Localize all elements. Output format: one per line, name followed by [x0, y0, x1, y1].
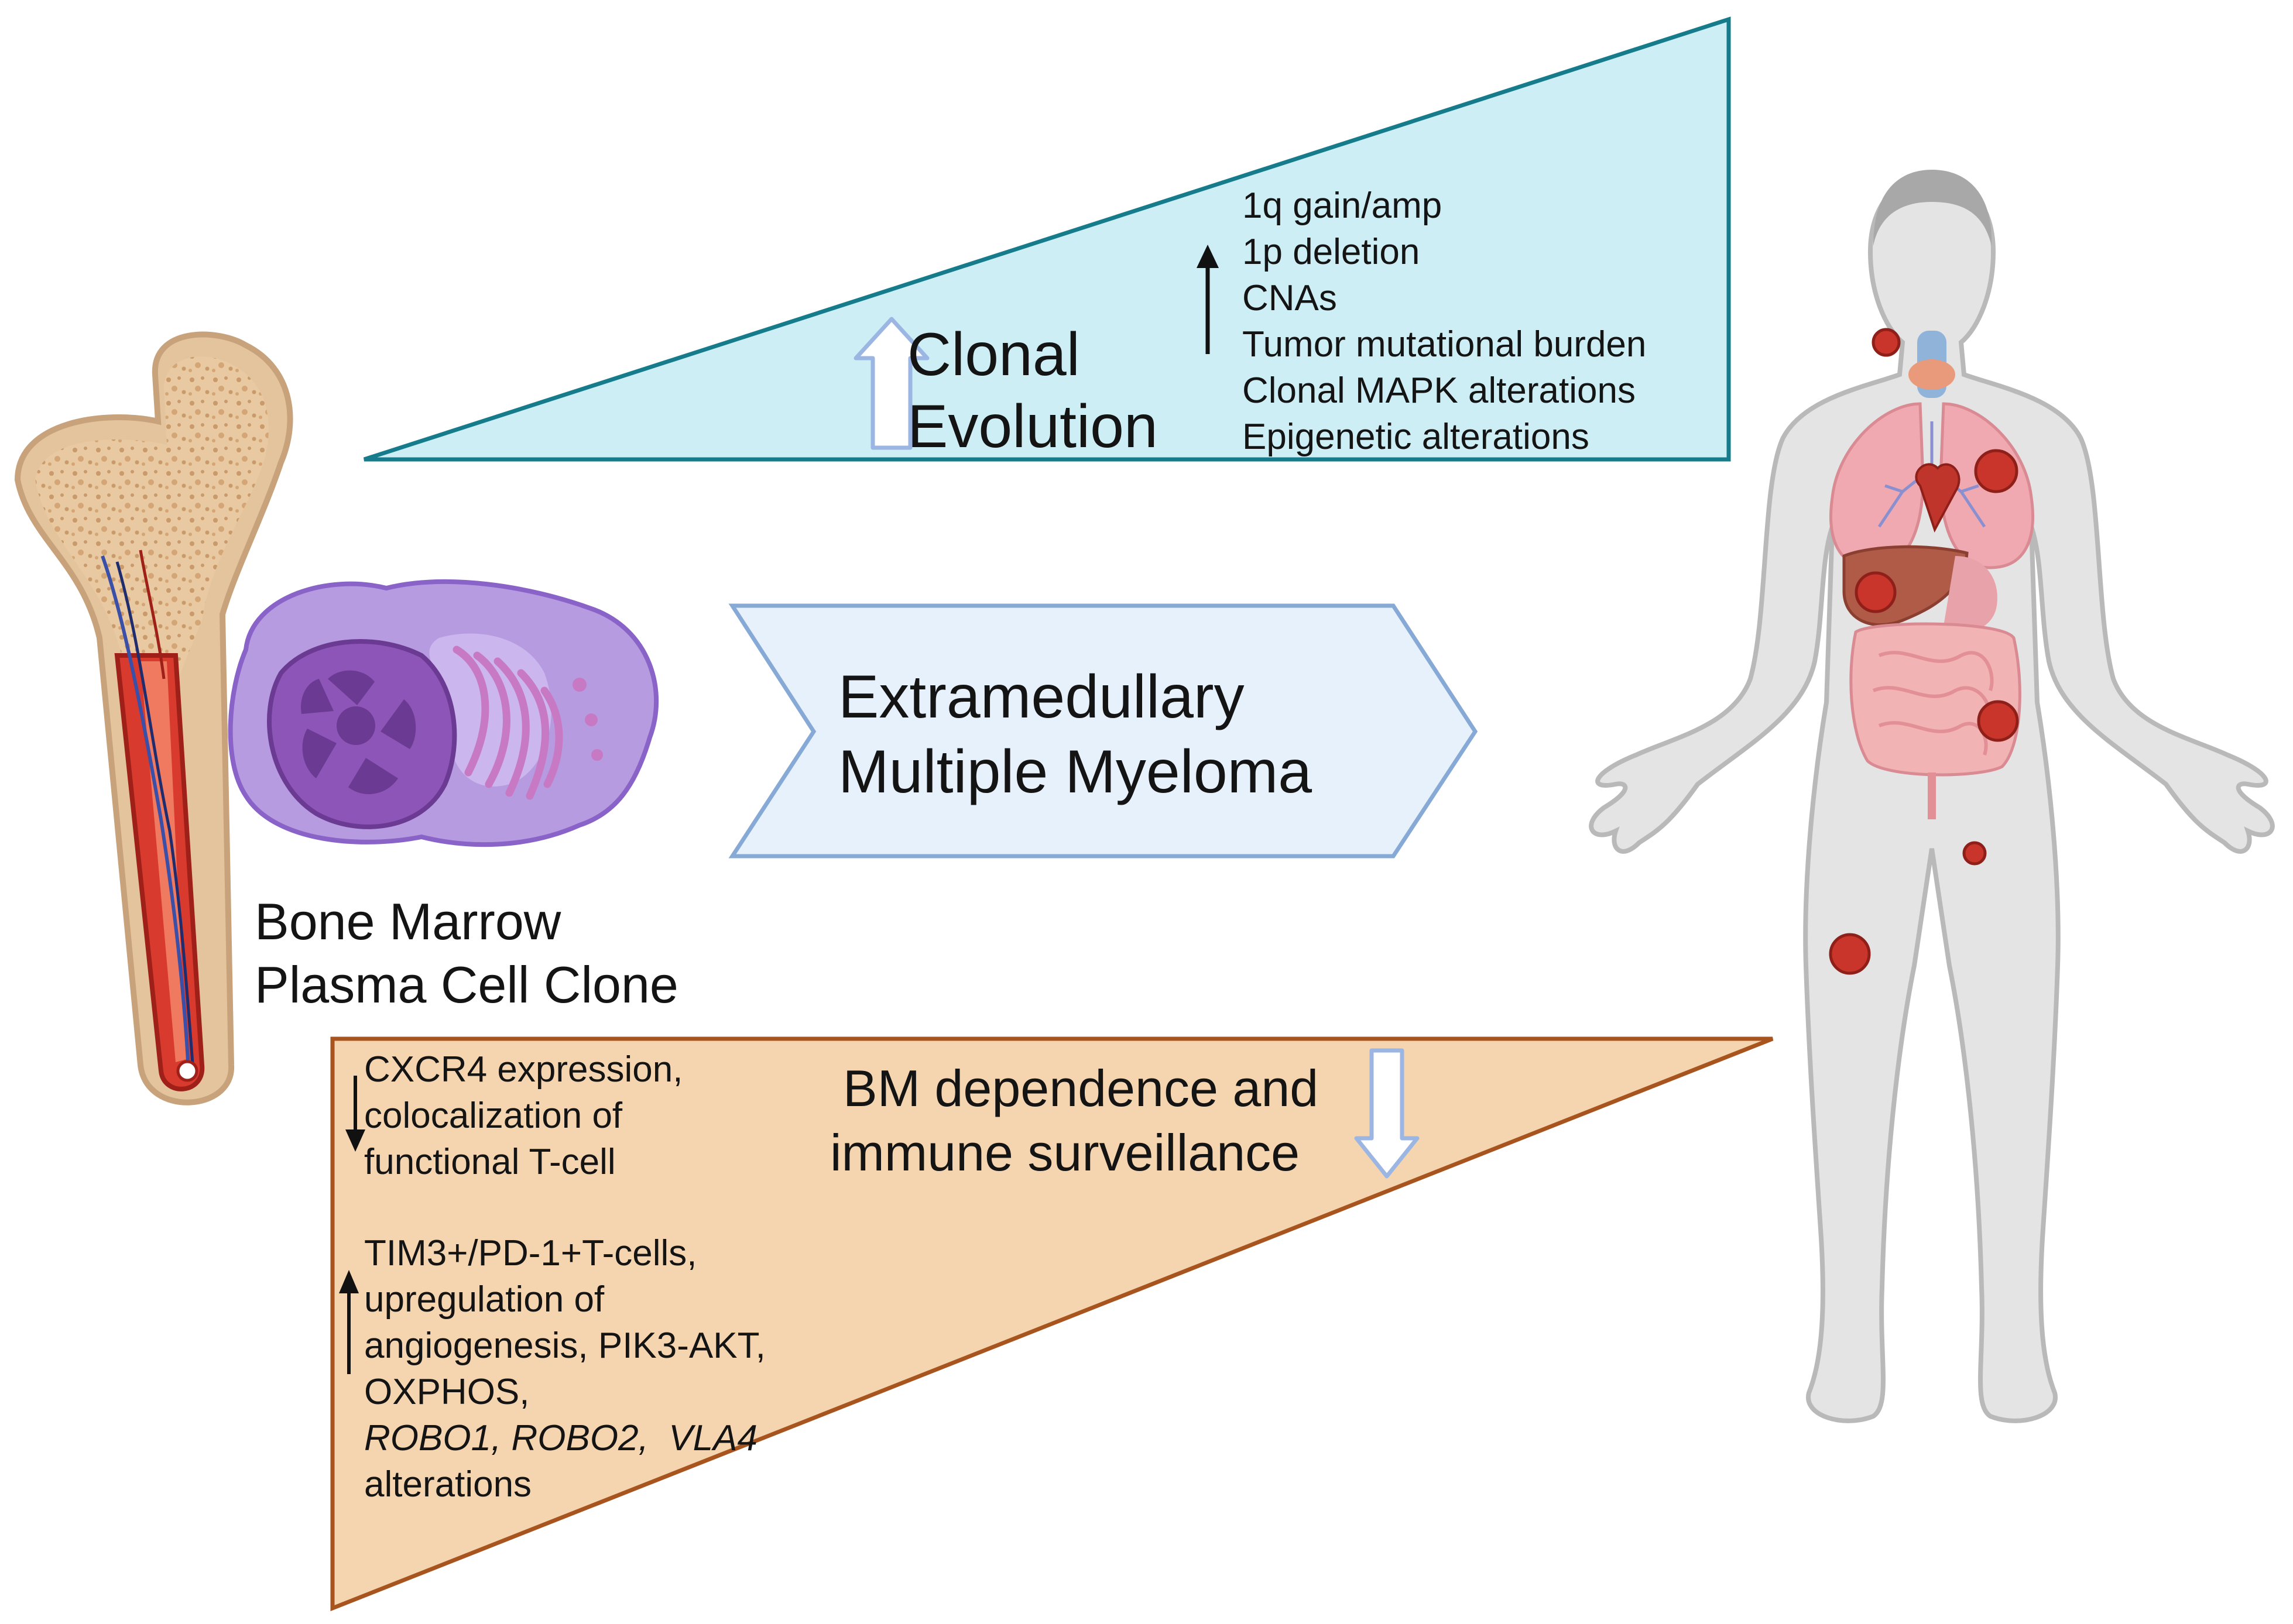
bm-up-list: TIM3+/PD-1+T-cells, upregulation of angi…	[364, 1230, 766, 1508]
clonal-item: Epigenetic alterations	[1242, 417, 1589, 457]
bm-alterations-tail: alterations	[364, 1464, 532, 1505]
plasma-cell-icon	[228, 579, 659, 847]
clonal-title-line1: Clonal	[907, 321, 1080, 389]
bm-dependence-wedge	[330, 1036, 1774, 1612]
human-body-icon	[1589, 170, 2275, 1423]
up-arrow-icon	[854, 317, 930, 450]
clonal-item: CNAs	[1242, 278, 1337, 318]
bm-gene-alterations: ROBO1, ROBO2, VLA4	[364, 1418, 758, 1458]
clonal-item: Tumor mutational burden	[1242, 324, 1647, 365]
clonal-title-line2: Evolution	[907, 393, 1158, 461]
bm-up-item: TIM3+/PD-1+T-cells,	[364, 1233, 697, 1273]
bm-down-list: CXCR4 expression, colocalization of func…	[364, 1046, 683, 1185]
bm-up-item: OXPHOS,	[364, 1372, 530, 1412]
bm-up-item: angiogenesis, PIK3-AKT,	[364, 1326, 766, 1366]
bone-marrow-caption-line1: Bone Marrow	[255, 892, 561, 950]
clonal-item: 1q gain/amp	[1242, 186, 1442, 226]
bm-up-item: upregulation of	[364, 1279, 605, 1320]
clonal-item: 1p deletion	[1242, 232, 1420, 272]
bm-title-line2: immune surveillance	[830, 1124, 1300, 1182]
extramedullary-line1: Extramedullary	[838, 663, 1245, 731]
clonal-evolution-wedge	[363, 16, 1731, 462]
clonal-item: Clonal MAPK alterations	[1242, 370, 1636, 411]
bm-title-line1: BM dependence and	[843, 1059, 1319, 1117]
bone-marrow-caption-line2: Plasma Cell Clone	[255, 956, 678, 1014]
clonal-list: 1q gain/amp 1p deletion CNAs Tumor mutat…	[1242, 183, 1646, 460]
down-arrow-icon	[1354, 1048, 1420, 1179]
extramedullary-line2: Multiple Myeloma	[838, 738, 1312, 806]
bm-down-item: CXCR4 expression,	[364, 1049, 683, 1090]
femur-bone-icon	[14, 331, 293, 1105]
small-up-arrow-icon	[1197, 245, 1219, 354]
bm-down-item: functional T-cell	[364, 1142, 616, 1182]
extramedullary-chevron	[728, 603, 1478, 859]
small-down-arrow-icon	[345, 1076, 365, 1152]
small-up-arrow-icon	[339, 1270, 359, 1374]
bm-down-item: colocalization of	[364, 1096, 623, 1136]
